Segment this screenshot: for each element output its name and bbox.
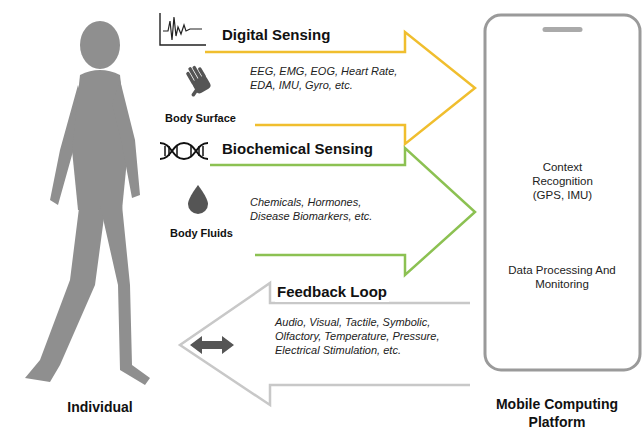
section-heading: Feedback Loop [275, 283, 389, 302]
device-label: Mobile Computing Platform [470, 395, 644, 431]
dna-rung [164, 146, 166, 156]
phone-device-outline [470, 10, 644, 438]
waveform-icon [160, 13, 206, 45]
arrow-outline [210, 148, 475, 275]
dna-rung [176, 146, 178, 156]
phone-body [485, 15, 640, 370]
section-heading: Digital Sensing [220, 26, 332, 45]
double-arrow-icon [190, 336, 234, 354]
signal-list: Chemicals, Hormones, Disease Biomarkers,… [250, 195, 382, 223]
sensing-arrow: Digital SensingEEG, EMG, EOG, Heart Rate… [155, 10, 480, 150]
dna-rung [168, 146, 170, 156]
dna-rung [190, 146, 192, 156]
dna-rung [202, 146, 204, 156]
feedback-arrow: Feedback LoopAudio, Visual, Tactile, Sym… [175, 275, 475, 410]
feedback-list: Audio, Visual, Tactile, Symbolic, Olfact… [275, 315, 467, 357]
arrow-outline [180, 283, 470, 405]
function-label: Data Processing And Monitoring [507, 263, 617, 291]
arrow-outline [205, 32, 475, 144]
drop-icon [188, 185, 208, 214]
person-silhouette [25, 21, 150, 385]
function-block: Data Processing And Monitoring [500, 215, 625, 305]
phone-device: Mobile Computing Platform Context Recogni… [470, 10, 644, 438]
phone-speaker [543, 27, 583, 32]
figure-label: Individual [30, 398, 170, 416]
dna-icon [160, 143, 208, 159]
sensing-arrow: Biochemical SensingChemicals, Hormones, … [155, 135, 480, 285]
function-block: Context Recognition (GPS, IMU) [500, 105, 625, 215]
dna-rung [198, 146, 200, 156]
hand-icon [178, 62, 212, 98]
function-label: Context Recognition (GPS, IMU) [520, 160, 605, 202]
section-heading: Biochemical Sensing [220, 140, 375, 159]
source-label: Body Surface [165, 112, 236, 126]
signal-list: EEG, EMG, EOG, Heart Rate, EDA, IMU, Gyr… [250, 64, 400, 92]
source-label: Body Fluids [170, 227, 233, 241]
person-figure: Individual [0, 0, 200, 430]
